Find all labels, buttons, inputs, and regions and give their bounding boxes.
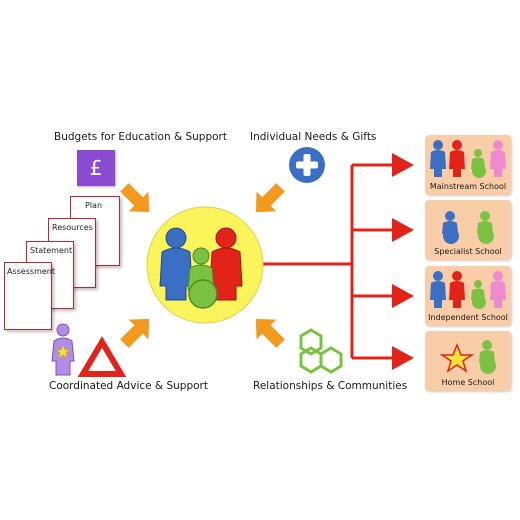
needs-label: Individual Needs & Gifts xyxy=(250,131,377,143)
document-label: Statement xyxy=(30,246,73,255)
school-card-specialist: Specialist School xyxy=(425,200,511,260)
arrow-relationships xyxy=(245,308,291,354)
school-family-icon xyxy=(430,271,506,309)
school-label: Specialist School xyxy=(434,247,502,256)
flow-lines xyxy=(262,163,396,360)
arrow-budgets xyxy=(114,177,160,223)
arrow-needs xyxy=(245,177,291,223)
school-card-mainstream: Mainstream School xyxy=(425,135,511,195)
pound-icon: £ xyxy=(77,150,115,186)
warning-triangle-icon xyxy=(77,336,127,377)
school-label: Mainstream School xyxy=(429,182,507,191)
plus-icon xyxy=(289,147,325,183)
relationships-label: Relationships & Communities xyxy=(253,380,408,392)
star-icon xyxy=(439,342,475,373)
document-label: Plan xyxy=(85,201,103,210)
budgets-label: Budgets for Education & Support xyxy=(54,131,227,143)
school-card-home: Home School xyxy=(425,331,511,391)
document-label: Assessment xyxy=(7,267,55,276)
person-star-icon xyxy=(51,323,75,376)
school-card-independent: Independent School xyxy=(425,266,511,326)
flow-arrowheads xyxy=(392,153,414,370)
school-label: Home School xyxy=(441,378,495,387)
advice-label: Coordinated Advice & Support xyxy=(49,380,208,392)
family-icon xyxy=(159,227,243,309)
school-label: Independent School xyxy=(428,313,508,322)
document-label: Resources xyxy=(52,223,93,232)
document-assessment: Assessment xyxy=(4,262,55,330)
school-family-icon xyxy=(442,211,494,244)
arrow-advice xyxy=(114,308,160,354)
school-family-icon xyxy=(439,340,496,374)
hexagon-cluster-icon xyxy=(299,328,343,374)
school-family-icon xyxy=(430,140,506,178)
